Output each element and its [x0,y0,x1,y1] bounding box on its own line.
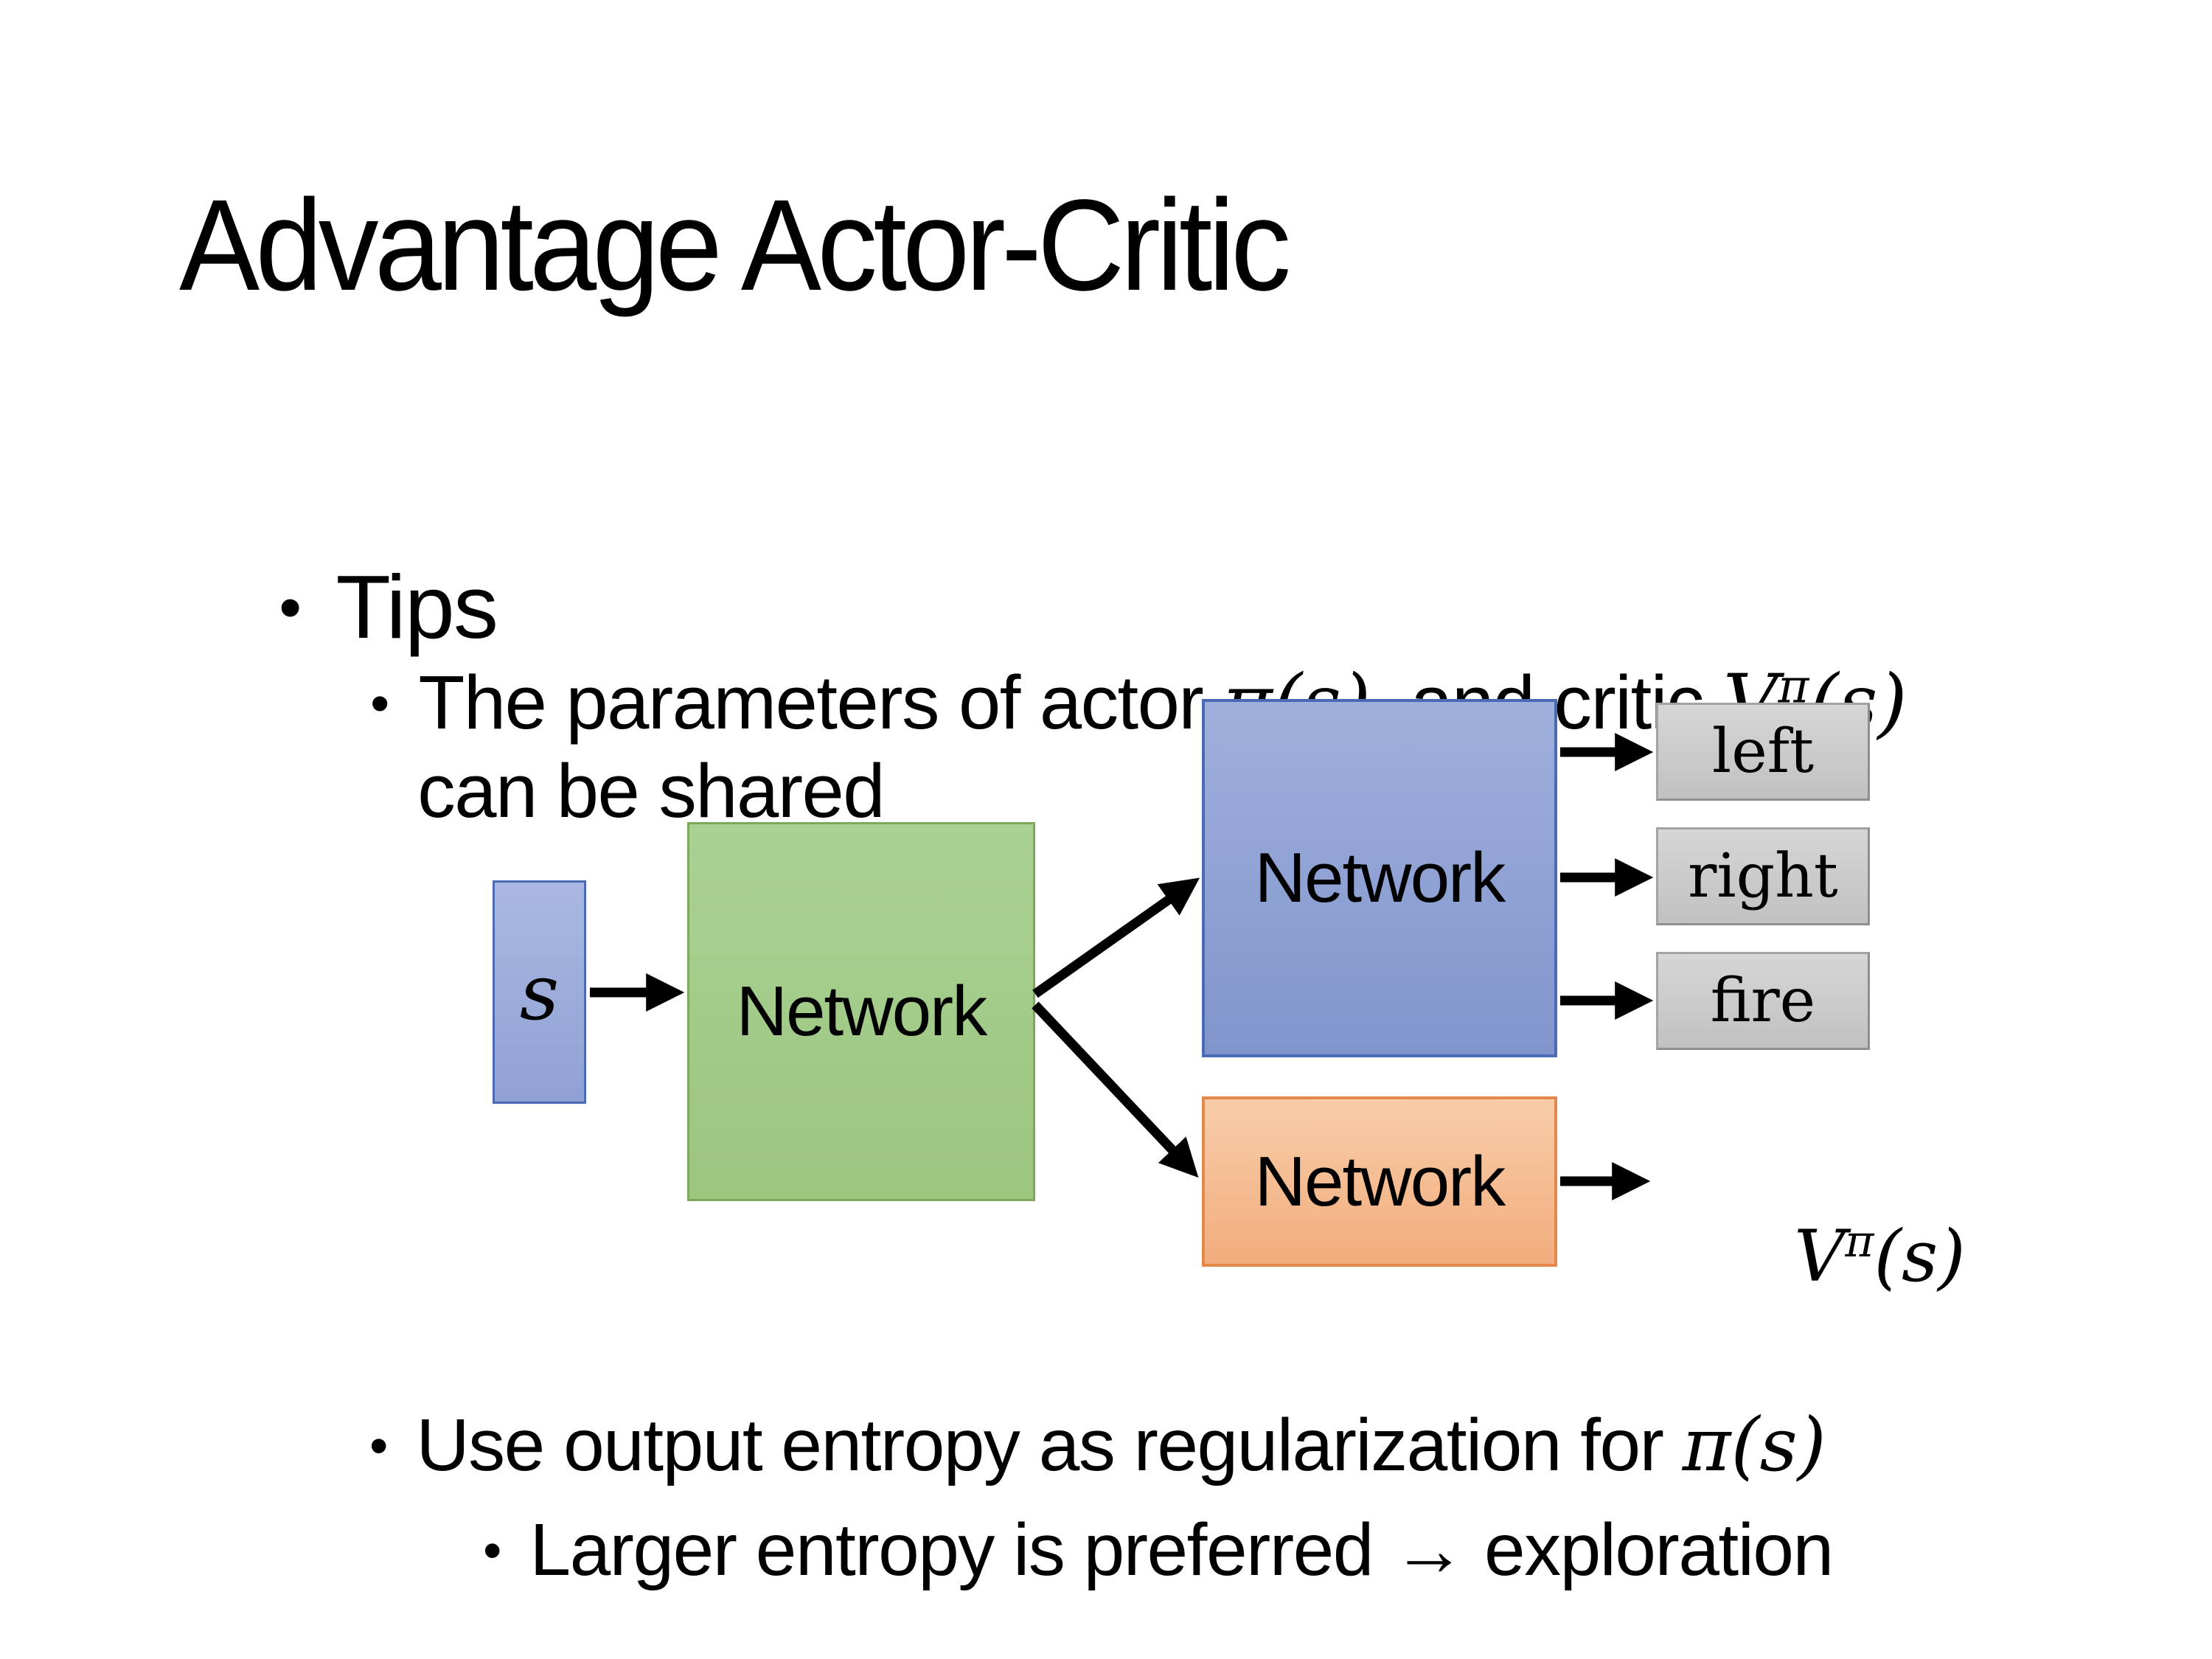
bullet-dot: • [279,570,302,644]
bullet-dot: • [369,1416,388,1476]
action-left-label: left [1711,717,1815,787]
action-box-fire: fire [1656,952,1870,1050]
entropy-text: Use output entropy as regularization for [416,1404,1683,1486]
critic-value-output: Vπ(s) [1659,1133,1966,1380]
actor-network-box: Network [1202,699,1557,1057]
bullet-line-parameters-cont: can be shared [338,649,885,933]
bullet-dot: • [370,672,389,734]
actor-network-label: Network [1254,838,1506,917]
critic-network-label: Network [1254,1141,1506,1221]
critic-network-box: Network [1202,1096,1557,1267]
bullet-line-exploration: • Larger entropy is preferred → explorati… [406,1412,1834,1659]
arrow-shared-to-actor [1032,877,1200,998]
value-v: V [1794,1215,1846,1298]
parameters-text: The parameters of actor [418,659,1223,745]
page-title: Advantage Actor-Critic [179,173,1291,318]
shared-network-box: Network [687,822,1035,1201]
value-sup-pi: π [1845,1217,1874,1267]
bullet-dot: • [483,1521,501,1581]
bullet-line-entropy: • Use output entropy as regularization fo… [292,1307,1826,1584]
tips-label: Tips [335,556,498,657]
exploration-text: Larger entropy is preferred → exploratio… [529,1509,1834,1591]
value-arg: (s) [1874,1215,1966,1298]
arrow-shared-to-critic [1032,1001,1199,1178]
parameters-cont-text: can be shared [417,748,885,833]
state-label: s [519,947,560,1037]
entropy-pi-math: π(s) [1682,1402,1826,1488]
action-box-left: left [1656,703,1870,801]
action-right-label: right [1688,841,1838,911]
shared-network-label: Network [736,972,988,1051]
bullet-line-tips: • Tips [184,438,498,776]
action-box-right: right [1656,827,1870,925]
action-fire-label: fire [1710,966,1816,1036]
state-box: s [493,880,586,1104]
